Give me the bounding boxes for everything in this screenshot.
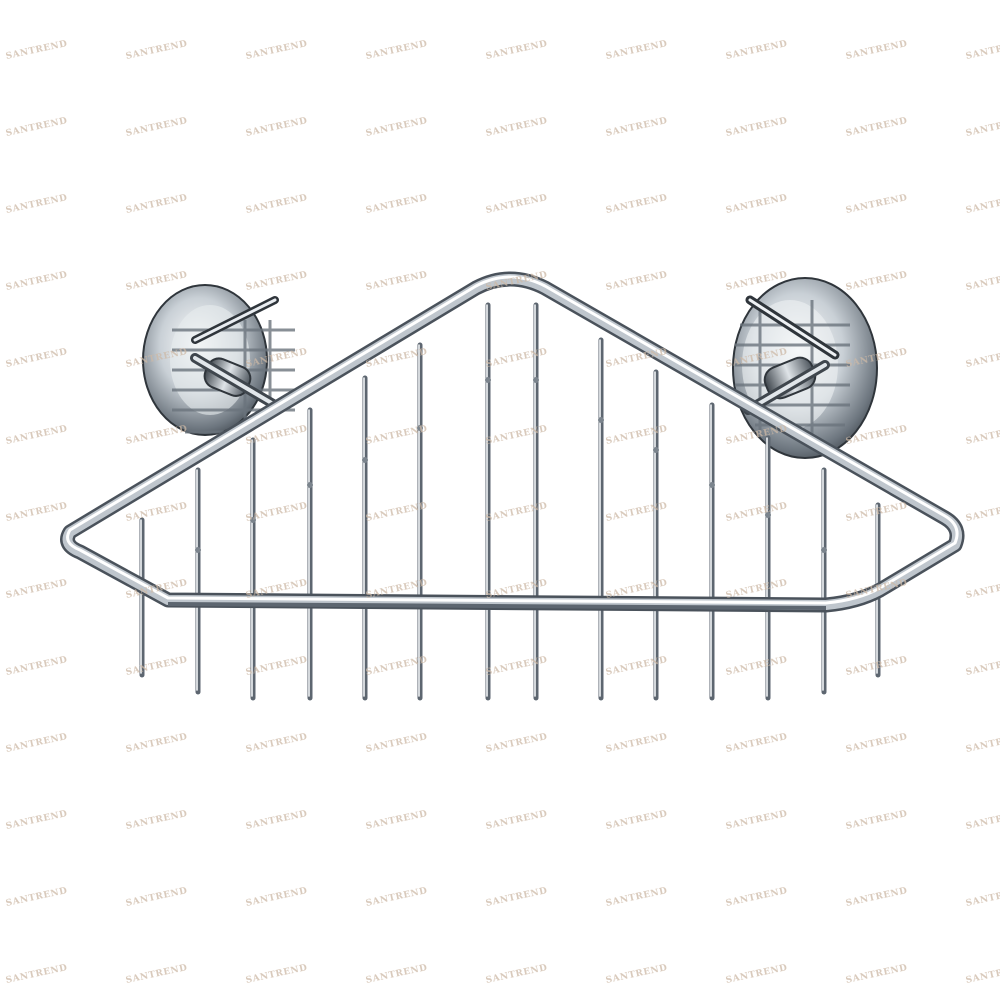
right-wall-mount	[732, 277, 878, 459]
basket-top-rim	[60, 271, 965, 613]
basket-front-bar	[167, 602, 827, 610]
basket-vertical-bars	[139, 302, 881, 701]
